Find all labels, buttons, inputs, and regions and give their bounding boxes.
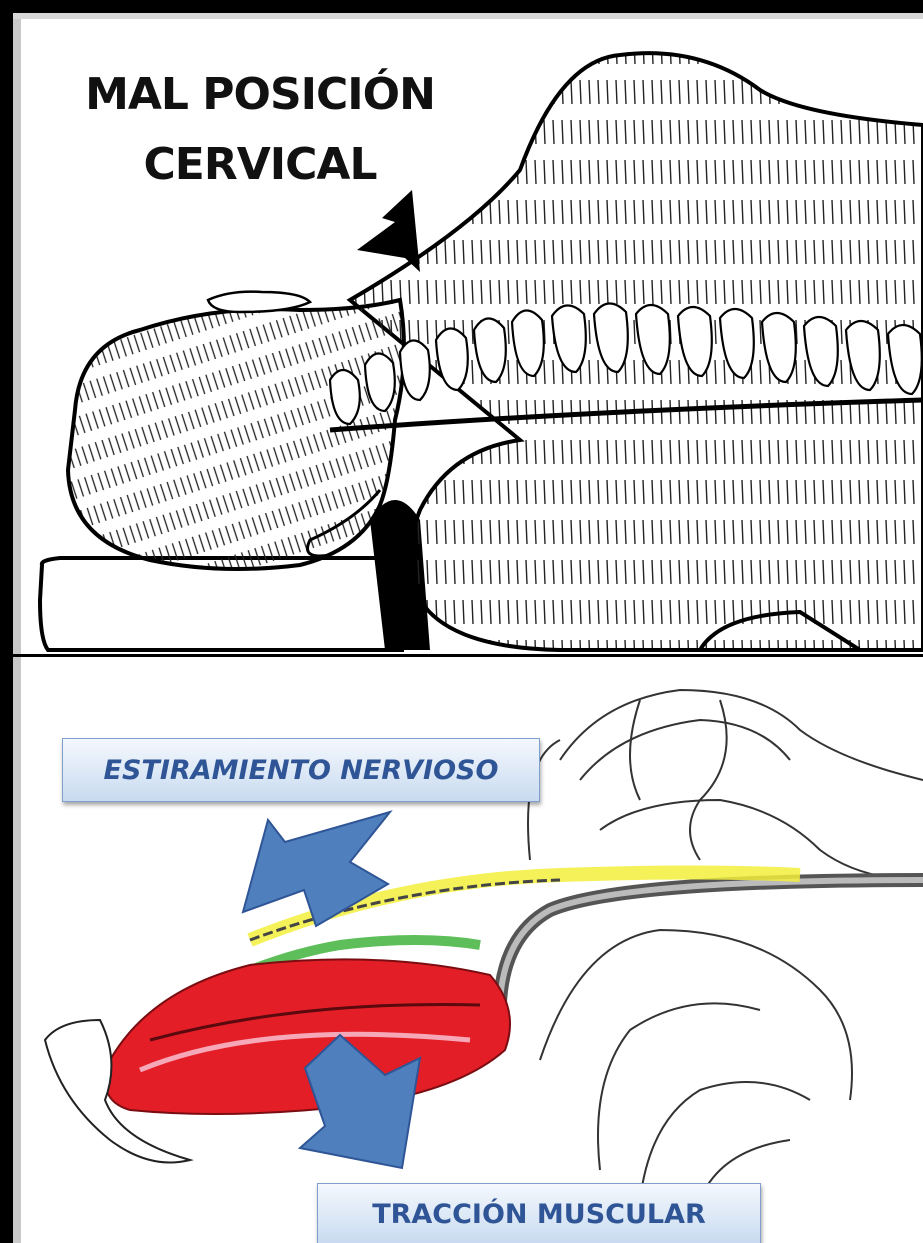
skeleton-outline bbox=[528, 690, 923, 1200]
stretch-label: ESTIRAMIENTO NERVIOSO bbox=[104, 755, 499, 786]
traction-label-box: TRACCIÓN MUSCULAR bbox=[317, 1183, 761, 1243]
stretch-label-box: ESTIRAMIENTO NERVIOSO bbox=[62, 738, 540, 802]
traction-label: TRACCIÓN MUSCULAR bbox=[372, 1199, 706, 1230]
